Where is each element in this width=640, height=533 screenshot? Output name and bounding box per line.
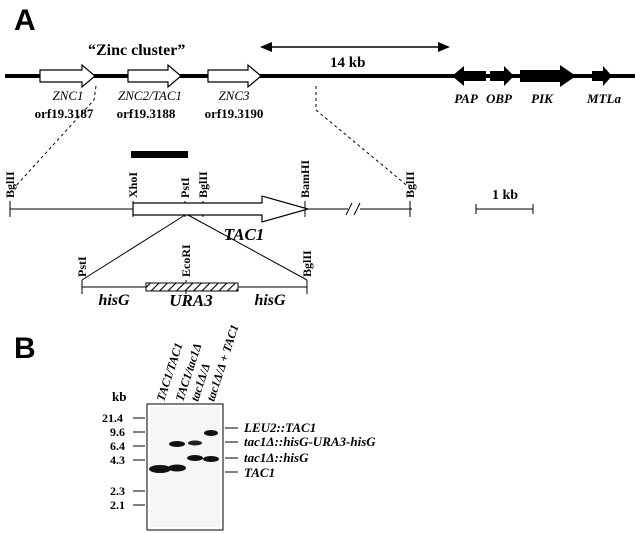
orf-label-znc3: orf19.3190 xyxy=(205,106,264,121)
band-lane1-tac1 xyxy=(149,465,171,473)
gene-label-znc2: ZNC2/TAC1 xyxy=(118,88,182,103)
ura3-cassette xyxy=(145,282,239,292)
marker-9-6: 9.6 xyxy=(110,425,125,439)
lane-label-4: tac1Δ/Δ + TAC1 xyxy=(204,323,242,403)
scale-label: 1 kb xyxy=(492,188,518,203)
orf-label-znc2: orf19.3188 xyxy=(117,106,176,121)
zinc-cluster-label: “Zinc cluster” xyxy=(88,42,185,59)
gene-label-pap: PAP xyxy=(454,91,479,106)
band-lane2-hisg-ura3 xyxy=(169,441,185,447)
expand-line-left xyxy=(81,214,186,281)
marker-ticks xyxy=(133,417,145,506)
znc2-gene-arrow xyxy=(127,63,182,89)
band-label-hisg: tac1Δ::hisG xyxy=(244,450,309,465)
gene-label-pik: PIK xyxy=(531,91,554,106)
expand-line-right xyxy=(187,214,308,281)
band-lane3-hisg xyxy=(187,455,203,461)
site-label-bglii-3: BglII xyxy=(403,171,417,198)
gene-label-znc1: ZNC1 xyxy=(52,88,83,103)
site-label-xhoi: XhoI xyxy=(126,172,140,198)
band-lane4-leu2 xyxy=(204,430,218,436)
gene-label-obp: OBP xyxy=(486,91,513,106)
band-label-leu2-tac1: LEU2::TAC1 xyxy=(243,420,316,435)
site-label-bglii-1: BglII xyxy=(3,171,17,198)
site-label-bglii-2: BglII xyxy=(196,171,210,198)
site-label-bamhi: BamHI xyxy=(298,160,312,198)
orf-label-znc1: orf19.3187 xyxy=(35,106,94,121)
tac1-gene-arrow xyxy=(132,195,311,223)
znc3-gene-arrow xyxy=(207,63,262,89)
band-label-ticks xyxy=(225,427,238,473)
marker-2-3: 2.3 xyxy=(110,484,125,498)
band-label-hisg-ura3-hisg: tac1Δ::hisG-URA3-hisG xyxy=(244,434,376,449)
pap-gene-arrow xyxy=(452,66,486,86)
scale-bar xyxy=(475,204,534,214)
construct-hisg-left: hisG xyxy=(98,292,130,309)
zoom-line-left xyxy=(13,85,97,189)
marker-4-3: 4.3 xyxy=(110,453,125,467)
obp-gene-arrow xyxy=(490,66,514,86)
distance-label: 14 kb xyxy=(330,55,365,71)
marker-2-1: 2.1 xyxy=(110,498,125,512)
distance-arrow xyxy=(260,42,450,52)
construct-ura3: URA3 xyxy=(169,291,213,310)
panel-a-label: A xyxy=(14,4,36,37)
panel-b-label: B xyxy=(14,332,36,365)
probe-bar xyxy=(131,151,188,158)
gene-label-mtla: MTLa xyxy=(586,91,621,106)
kb-header: kb xyxy=(112,389,126,404)
band-lane3-upper xyxy=(188,440,202,446)
marker-6-4: 6.4 xyxy=(110,439,125,453)
znc1-gene-arrow xyxy=(39,63,96,89)
site-label-psti: PstI xyxy=(178,177,192,198)
pik-gene-arrow xyxy=(520,65,576,87)
break-mark-2 xyxy=(353,202,361,216)
marker-21-4: 21.4 xyxy=(102,411,123,425)
construct-hisg-right: hisG xyxy=(254,292,286,309)
band-lane4-hisg xyxy=(203,456,219,462)
tac1-label: TAC1 xyxy=(224,225,265,244)
mtla-gene-arrow xyxy=(592,66,612,86)
construct-site-ecori: EcoRI xyxy=(179,244,193,277)
gene-label-znc3: ZNC3 xyxy=(218,88,250,103)
band-lane2-tac1 xyxy=(168,464,186,472)
band-label-tac1: TAC1 xyxy=(244,465,275,480)
construct-site-psti: PstI xyxy=(75,256,89,277)
zoom-line-right xyxy=(315,86,411,189)
construct-site-bglii: BglII xyxy=(300,250,314,277)
break-mark-1 xyxy=(345,202,353,216)
